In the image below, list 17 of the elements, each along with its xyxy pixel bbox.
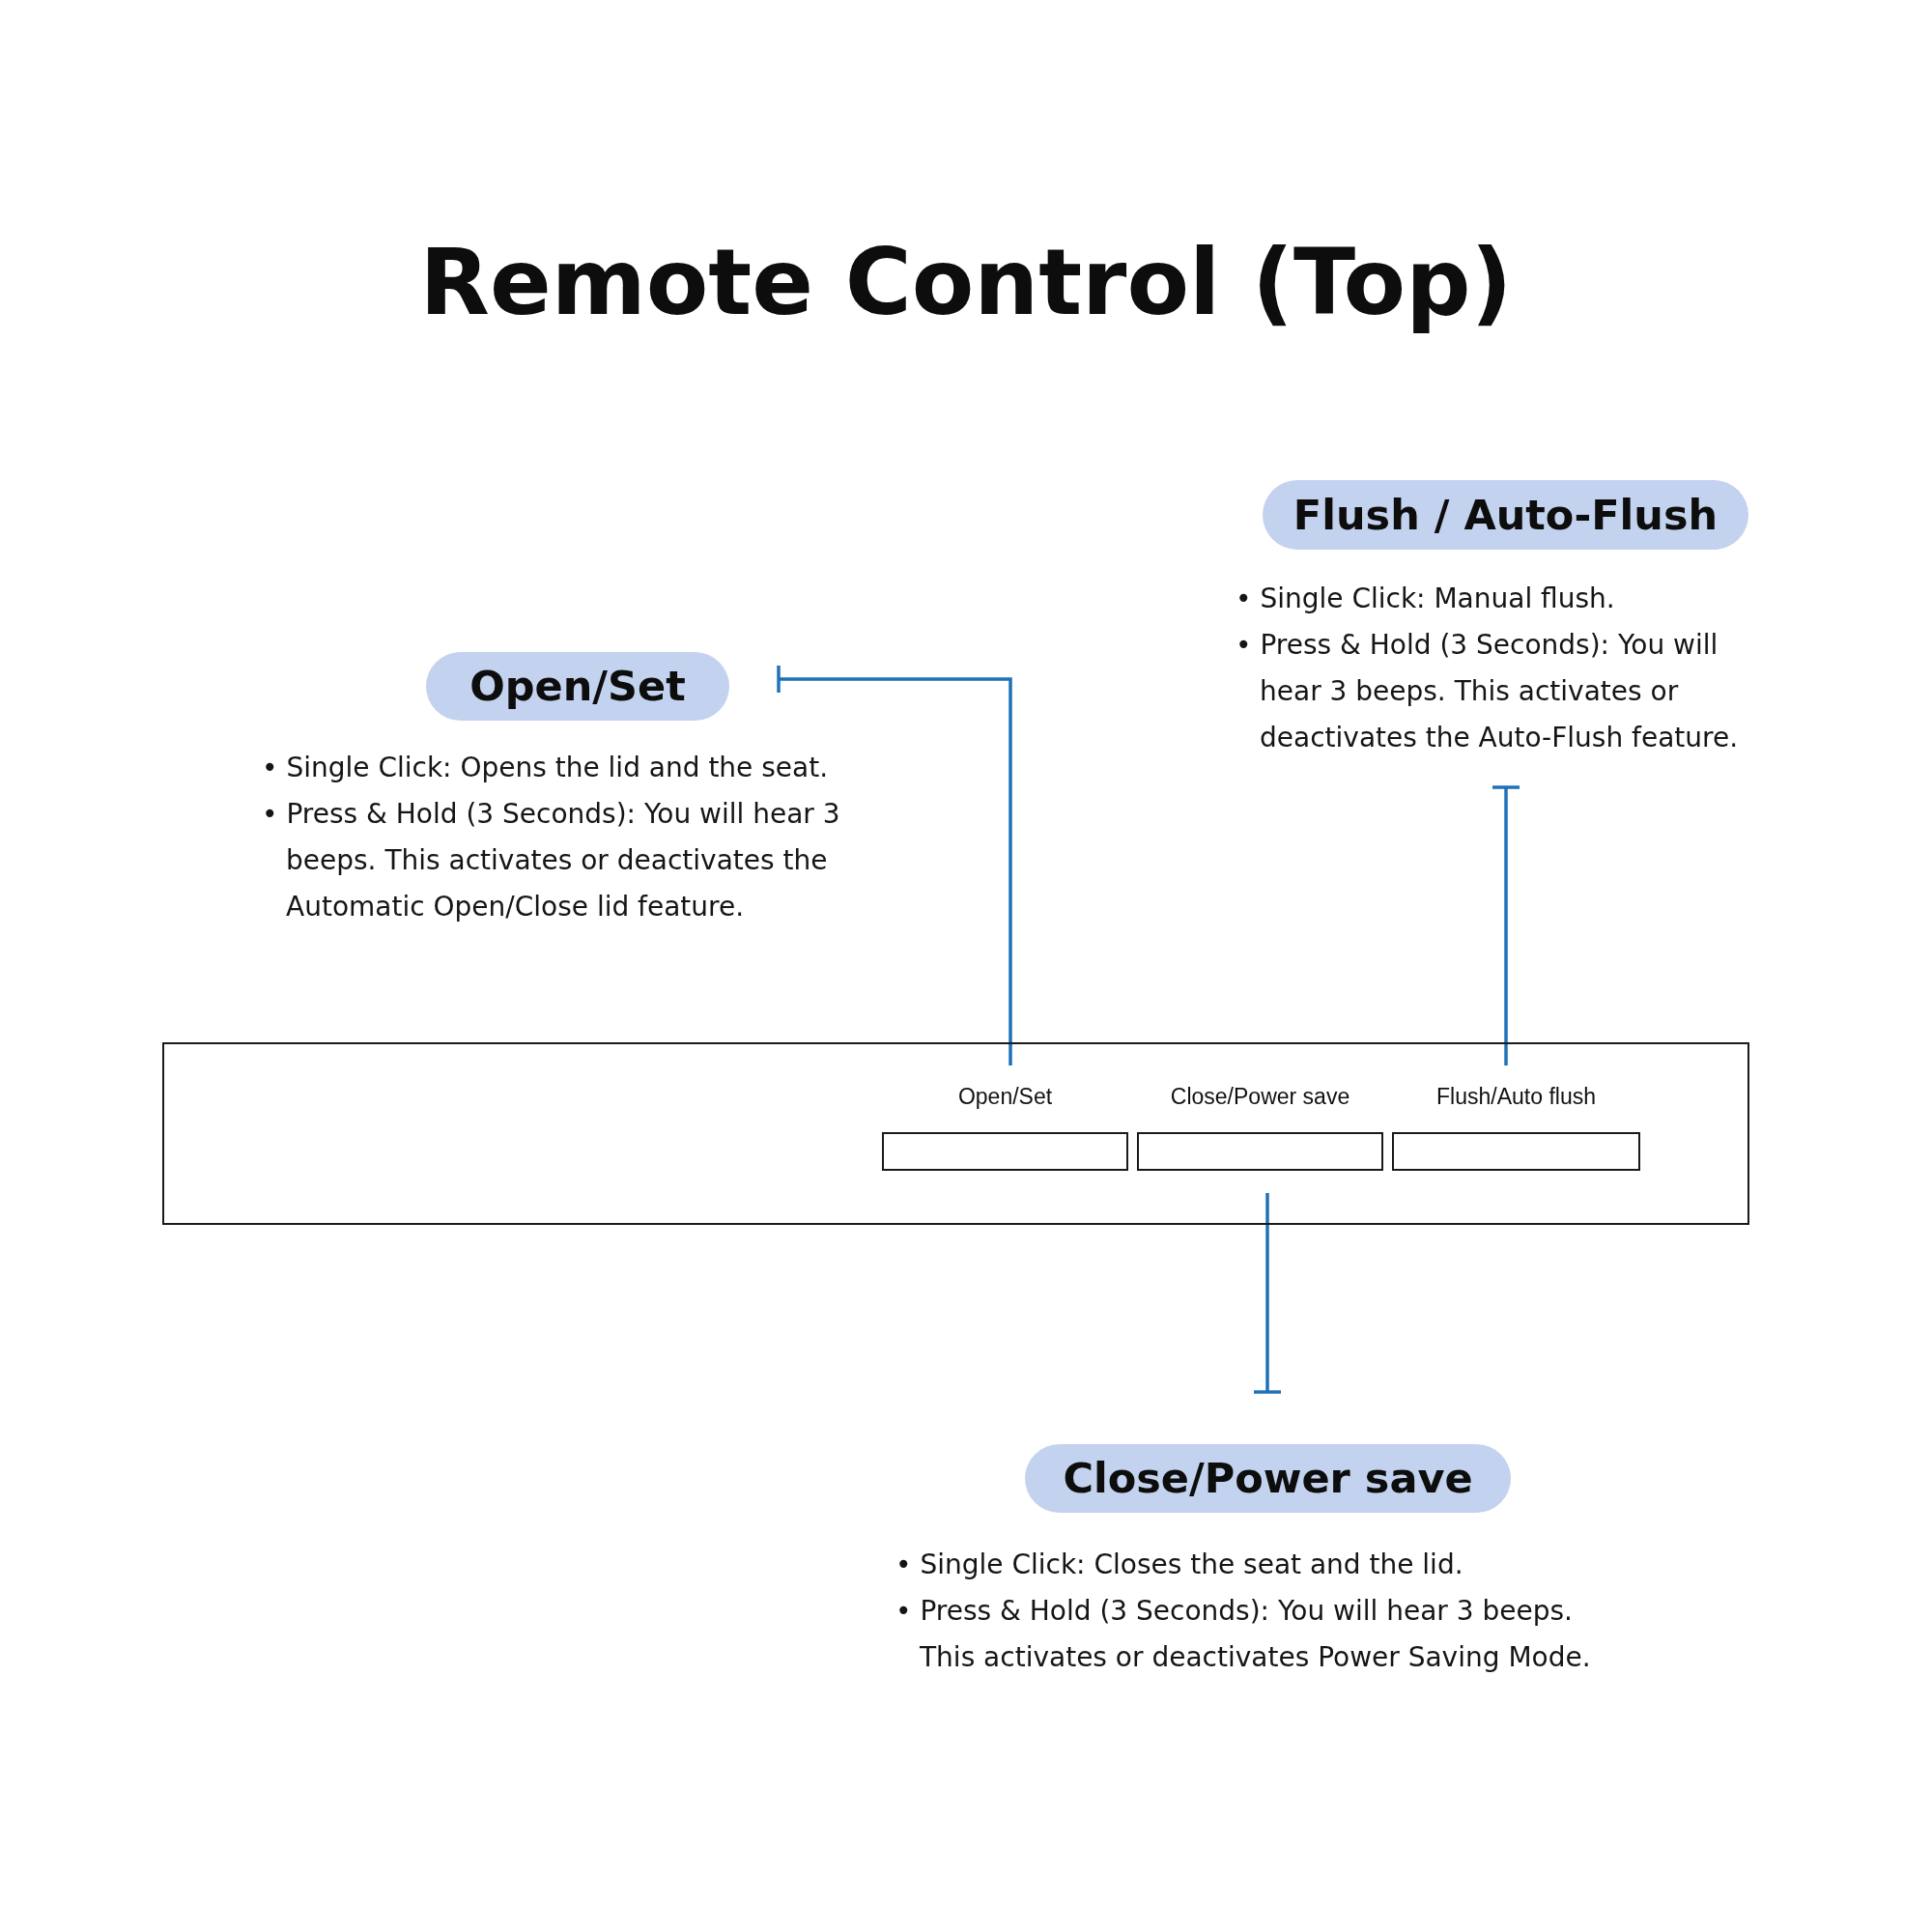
remote-panel [162,1042,1749,1225]
instruction-text: • Press & Hold (3 Seconds): You will hear 3 beeps. This activates or deactivates the Auto-Flush feature. [1236,628,1740,755]
callout-heading: Open/Set [426,652,729,721]
instruction-text: • Single Click: Manual flush. [1236,582,1616,616]
callout-heading: Close/Power save [1025,1444,1511,1513]
key-label: Open/Set [957,1083,1053,1110]
leader-line [1491,785,1521,1065]
page-title: Remote Control (Top) [419,230,1513,336]
leader-line [1252,1193,1283,1394]
key-label: Flush/Auto flush [1436,1083,1596,1110]
instruction-text: • Press & Hold (3 Seconds): You will hear 3 beeps. This activates or deactivates Power Saving Mode. [895,1594,1592,1675]
instruction-text: • Single Click: Opens the lid and the seat. [262,751,830,785]
key-label: Close/Power save [1170,1083,1350,1110]
leader-line [777,664,1012,1065]
callout-heading: Flush / Auto-Flush [1263,480,1748,550]
instruction-text: • Press & Hold (3 Seconds): You will hear 3 beeps. This activates or deactivates the Automatic Open/Close lid feature. [262,797,841,924]
instruction-text: • Single Click: Closes the seat and the lid. [895,1548,1464,1582]
